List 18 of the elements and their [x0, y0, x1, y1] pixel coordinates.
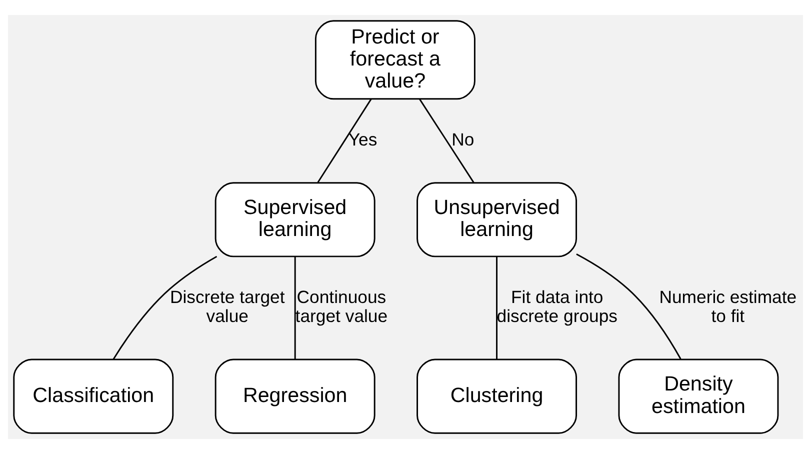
node-box: Classification [13, 358, 174, 434]
connector [317, 98, 372, 182]
edge-label: Yes [348, 128, 378, 149]
node-box: Predict or forecast a value? [314, 20, 476, 100]
edge-label: Discrete target value [170, 286, 285, 326]
node-box: Density estimation [618, 358, 779, 434]
edge-label: Numeric estimate to fit [659, 286, 797, 326]
edge-label: No [452, 128, 474, 149]
connector [418, 98, 474, 182]
connector [112, 255, 218, 360]
edge-label: Fit data into discrete groups [496, 286, 618, 326]
connector [294, 256, 296, 359]
node-box: Supervised learning [214, 182, 376, 257]
connector [496, 256, 498, 359]
node-box: Regression [214, 358, 376, 434]
connector [576, 252, 682, 359]
node-box: Unsupervised learning [416, 182, 578, 257]
node-box: Clustering [416, 358, 578, 434]
